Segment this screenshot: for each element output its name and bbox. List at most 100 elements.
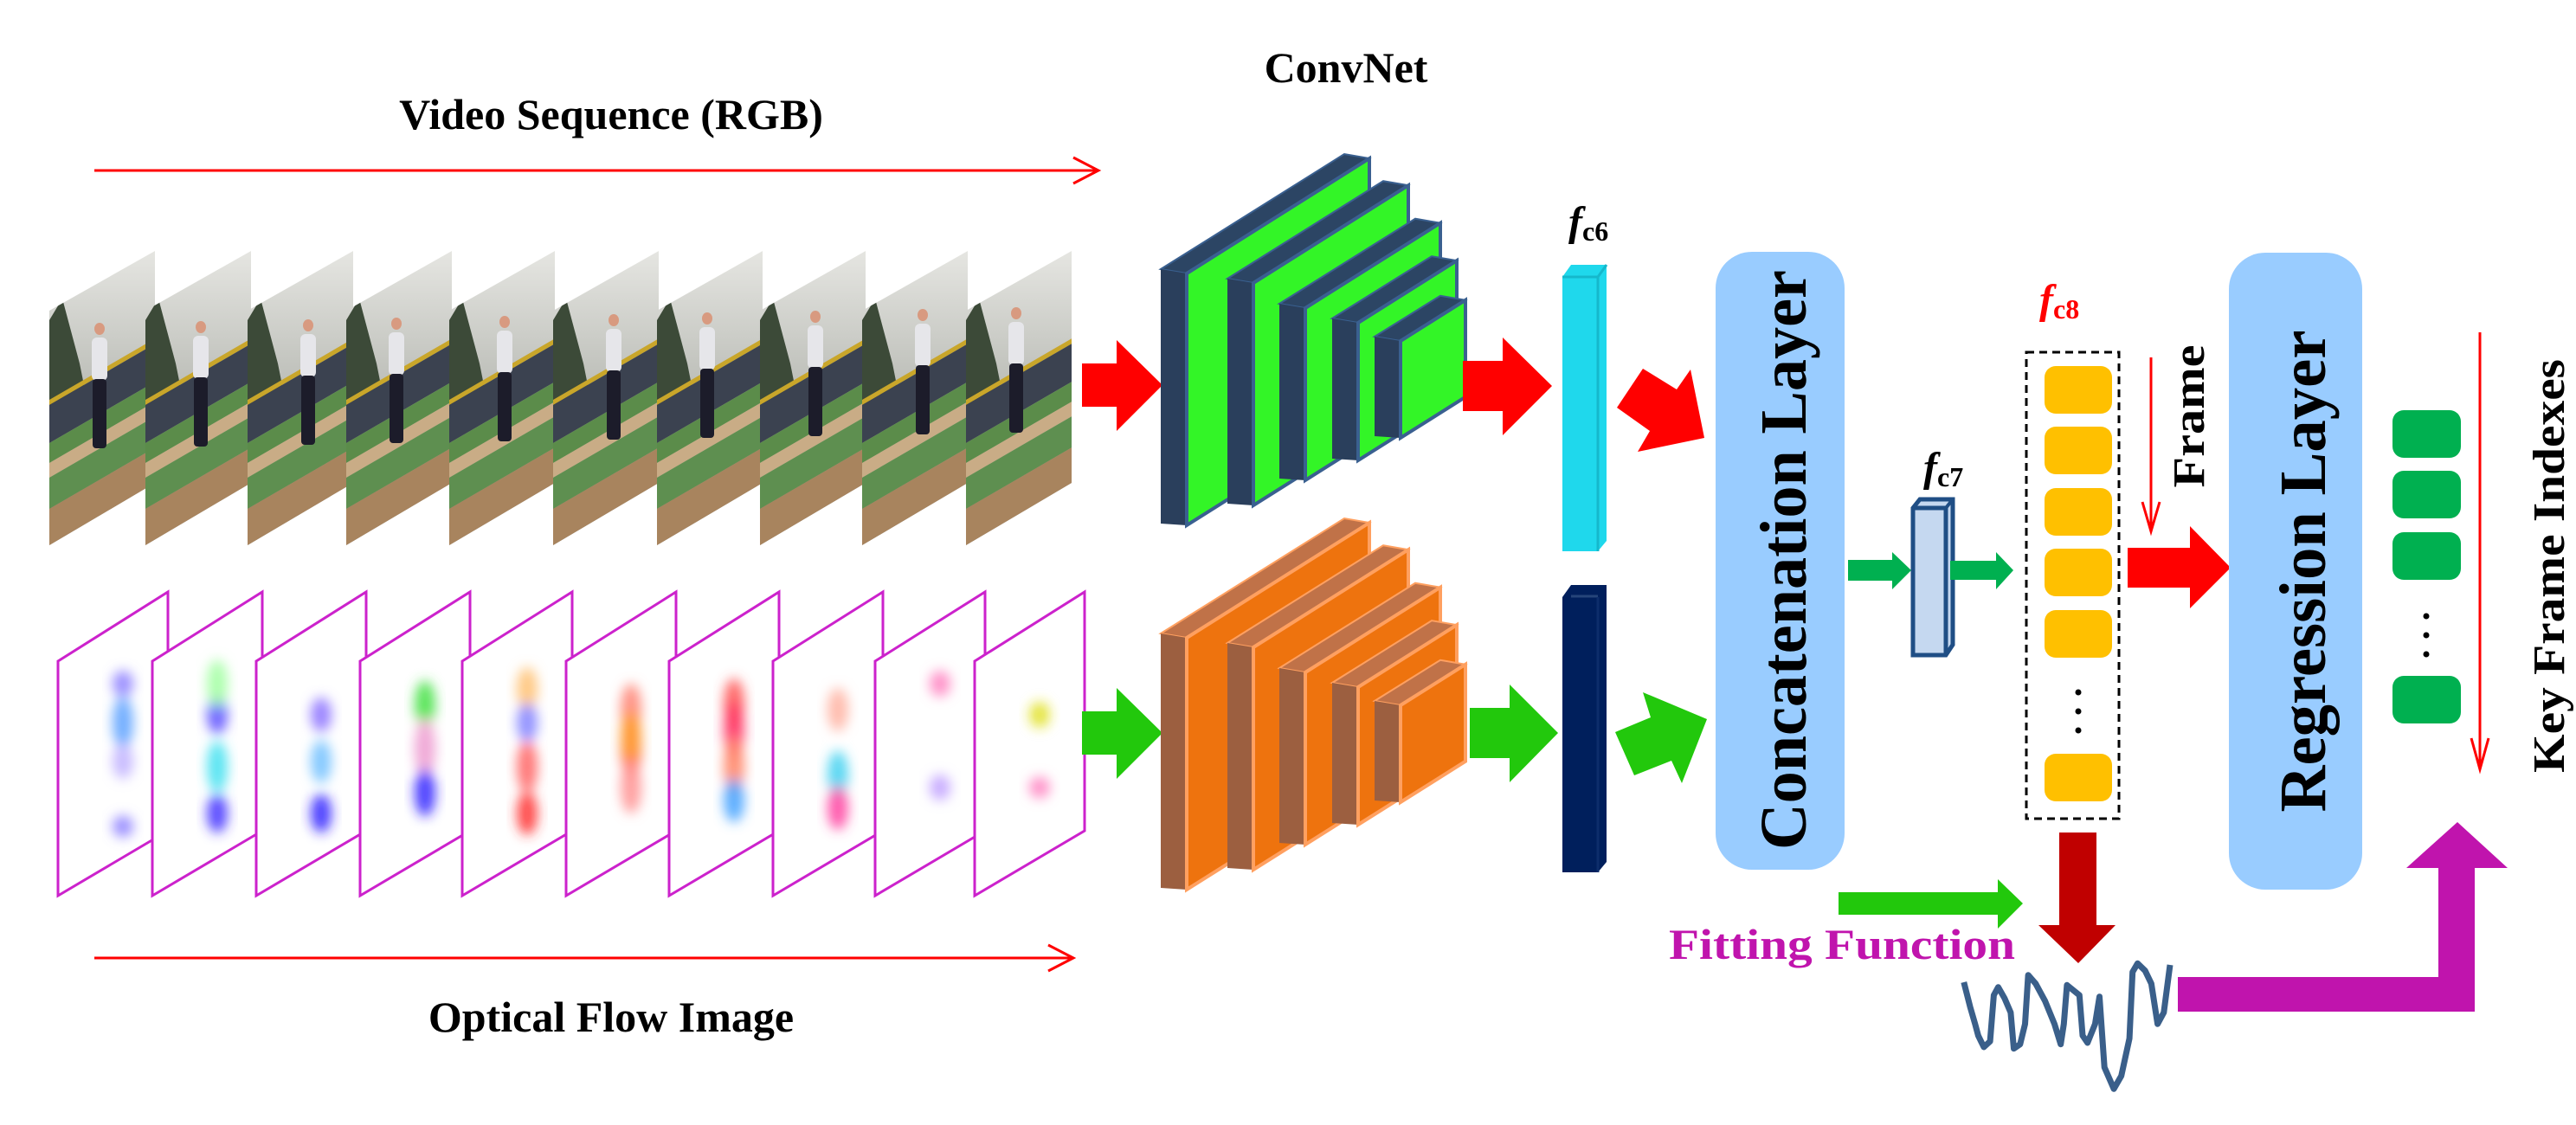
- layer-side-face: [1332, 683, 1358, 825]
- player-pants: [93, 379, 106, 448]
- optical-flow-frame: [771, 589, 885, 898]
- player-shirt: [1008, 322, 1024, 365]
- layer-side-face: [1279, 668, 1305, 845]
- player-head: [810, 311, 821, 323]
- concatenation-layer-label: Concatenation Layer: [1748, 270, 1820, 850]
- player-head: [702, 312, 712, 325]
- flow-blobs: [930, 671, 950, 800]
- fc8-to-fitting-arrow: [2038, 832, 2116, 963]
- grass: [449, 416, 555, 509]
- fc8-dashed-box: [2025, 350, 2121, 820]
- infield-dirt: [657, 402, 763, 478]
- fc6-flow-bar: [1562, 585, 1607, 872]
- flow-blob: [517, 667, 538, 710]
- fc6-label-sub: c6: [1582, 215, 1608, 247]
- player-shirt: [915, 324, 931, 367]
- player-shirt: [497, 331, 512, 374]
- rgb-frame-stack: [49, 251, 1072, 545]
- fence-top: [862, 338, 968, 405]
- ellipsis-dot: [2075, 727, 2082, 734]
- optical-flow-frame: [358, 589, 472, 898]
- flow-blob: [828, 787, 848, 830]
- flow-convnet: [1158, 518, 1468, 893]
- flow-blob: [207, 695, 228, 735]
- ellipsis-dot: [2075, 689, 2082, 696]
- fence-top: [553, 338, 659, 405]
- grass: [49, 416, 155, 509]
- player-shirt: [699, 327, 715, 370]
- rgb-frame: [449, 251, 555, 545]
- key-frame-unit: [2392, 471, 2461, 518]
- fc7-block: [1910, 497, 1955, 658]
- key-frame-direction-arrow: [2470, 332, 2490, 775]
- regression-layer-box: [2229, 253, 2362, 890]
- fc8-units: [2045, 366, 2112, 801]
- flow-blob: [517, 792, 538, 835]
- grass: [966, 416, 1072, 509]
- player-head: [1011, 307, 1021, 319]
- grass: [760, 416, 866, 509]
- flow-blob: [517, 741, 538, 793]
- flow-blob: [621, 762, 641, 813]
- flow-blob: [207, 659, 228, 708]
- key-frame-unit: [2392, 410, 2461, 458]
- flow-blob: [828, 688, 848, 731]
- fc8-label-sub: c8: [2053, 293, 2079, 325]
- frame-direction-arrow: [2141, 357, 2161, 537]
- flow-blob: [930, 775, 950, 800]
- flow-blobs: [1029, 702, 1050, 799]
- ellipsis-dot: [2423, 651, 2430, 658]
- rgb-frame: [553, 251, 659, 545]
- convnet-title: ConvNet: [1265, 43, 1428, 92]
- flow-blob: [113, 744, 133, 779]
- fitted-curve: [1961, 960, 2174, 1092]
- flow-frame-background: [875, 592, 985, 896]
- grass: [346, 416, 452, 509]
- fc8-unit: [2045, 610, 2112, 658]
- fitting-function-label: Fitting Function: [1669, 920, 2015, 968]
- player-head: [918, 309, 928, 321]
- infield-dirt: [966, 402, 1072, 478]
- optical-flow-frame-stack: [56, 589, 1086, 898]
- flow-blob: [207, 741, 228, 793]
- flow-blob: [621, 711, 641, 760]
- player-head: [94, 323, 105, 335]
- flow-frame-border: [973, 589, 1086, 898]
- layer-side-face: [1227, 643, 1253, 870]
- flow-blob: [113, 815, 133, 838]
- fence: [862, 344, 968, 443]
- fc8-unit: [2045, 366, 2112, 414]
- player-shirt: [92, 338, 107, 381]
- optical-flow-title: Optical Flow Image: [428, 993, 794, 1041]
- flow-input-arrow: [1082, 688, 1162, 779]
- flow-blobs: [415, 680, 435, 817]
- fc8-unit: [2045, 549, 2112, 596]
- layer-side-face: [1161, 633, 1187, 890]
- infield-dirt: [862, 402, 968, 478]
- fc8-unit: [2045, 754, 2112, 801]
- infield-dirt: [553, 402, 659, 478]
- player-head: [196, 321, 206, 333]
- layer-side-face: [1279, 304, 1305, 480]
- rgb-frame: [145, 251, 251, 545]
- infield-dirt: [760, 402, 866, 478]
- grass: [862, 382, 968, 463]
- concat-to-fc7-arrow: [1848, 552, 1911, 589]
- flow-blob: [113, 671, 133, 697]
- flow-time-arrow: [94, 943, 1077, 973]
- rgb-convnet-output-arrow: [1463, 338, 1552, 435]
- flow-blob: [724, 738, 744, 795]
- grass: [248, 416, 353, 509]
- flow-conv-layer: [1372, 659, 1468, 806]
- flow-blob: [415, 680, 435, 729]
- concatenation-layer-box: [1716, 252, 1845, 870]
- flow-blob: [828, 750, 848, 799]
- fc7-label: fc7: [1923, 445, 1963, 492]
- player-head: [303, 319, 313, 331]
- flow-blob: [113, 697, 133, 749]
- flow-convnet-output-arrow: [1470, 685, 1558, 782]
- player-pants: [1009, 363, 1023, 433]
- flow-blobs: [207, 659, 228, 833]
- fc6-rgb-bar: [1562, 264, 1608, 551]
